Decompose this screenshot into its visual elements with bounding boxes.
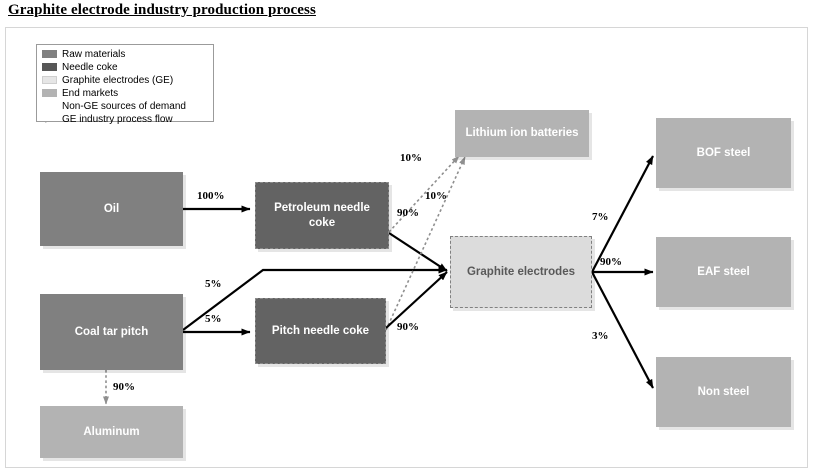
edge-graphite-nonsteel <box>591 271 654 389</box>
legend-label-non-ge-demand: Non-GE sources of demand <box>62 100 186 112</box>
edge-label-pitchcoke-graphite: 90% <box>397 321 419 333</box>
legend-item-raw-materials: Raw materials <box>42 48 209 61</box>
dotted-arrow-icon <box>42 102 57 110</box>
legend-label-end-markets: End markets <box>62 87 119 99</box>
edge-label-graphite-bof: 7% <box>592 211 609 223</box>
node-bof-steel[interactable]: BOF steel <box>656 118 791 188</box>
legend-item-graphite-electrodes: Graphite electrodes (GE) <box>42 74 209 87</box>
legend-label-needle-coke: Needle coke <box>62 61 118 73</box>
node-graphite-electrodes[interactable]: Graphite electrodes <box>450 236 592 308</box>
legend-item-non-ge-demand: Non-GE sources of demand <box>42 100 209 113</box>
legend-swatch-graphite-electrodes <box>42 76 57 85</box>
legend-label-raw-materials: Raw materials <box>62 48 126 60</box>
edge-label-oil-petcoke: 100% <box>197 190 225 202</box>
edge-pitchcoke-lithium <box>385 156 466 331</box>
edge-label-coal-graphite: 5% <box>205 278 222 290</box>
node-oil[interactable]: Oil <box>40 172 183 246</box>
node-lithium-ion-batteries[interactable]: Lithium ion batteries <box>455 110 589 157</box>
edge-label-petcoke-graphite: 90% <box>397 207 419 219</box>
node-aluminum[interactable]: Aluminum <box>40 406 183 458</box>
legend-item-ge-process-flow: GE industry process flow <box>42 113 209 126</box>
edge-pitchcoke-graphite <box>385 271 448 329</box>
legend-swatch-raw-materials <box>42 50 57 59</box>
edge-label-graphite-eaf: 90% <box>600 256 622 268</box>
node-coal-tar-pitch[interactable]: Coal tar pitch <box>40 294 183 370</box>
legend-label-ge-process-flow: GE industry process flow <box>62 113 173 125</box>
edge-label-coal-pitchcoke: 5% <box>205 313 222 325</box>
edge-petcoke-lithium <box>388 155 460 233</box>
edge-label-graphite-nonsteel: 3% <box>592 330 609 342</box>
page-title: Graphite electrode industry production p… <box>8 2 316 18</box>
legend: Raw materials Needle coke Graphite elect… <box>36 44 214 125</box>
node-pitch-needle-coke[interactable]: Pitch needle coke <box>255 298 386 364</box>
edge-label-petcoke-lithium: 10% <box>400 152 422 164</box>
edge-petcoke-graphite <box>388 232 448 272</box>
legend-item-needle-coke: Needle coke <box>42 61 209 74</box>
legend-swatch-end-markets <box>42 89 57 98</box>
legend-label-graphite-electrodes: Graphite electrodes (GE) <box>62 74 174 86</box>
node-non-steel[interactable]: Non steel <box>656 357 791 427</box>
edge-label-coal-aluminum: 90% <box>113 381 135 393</box>
solid-arrow-icon <box>42 115 57 123</box>
node-petroleum-needle-coke[interactable]: Petroleum needle coke <box>255 182 389 249</box>
edge-coal-graphite <box>182 266 448 331</box>
legend-item-end-markets: End markets <box>42 87 209 100</box>
edge-label-lithium-inflow: 10% <box>425 190 447 202</box>
node-eaf-steel[interactable]: EAF steel <box>656 237 791 307</box>
legend-swatch-needle-coke <box>42 63 57 72</box>
edge-graphite-bof <box>591 155 654 273</box>
